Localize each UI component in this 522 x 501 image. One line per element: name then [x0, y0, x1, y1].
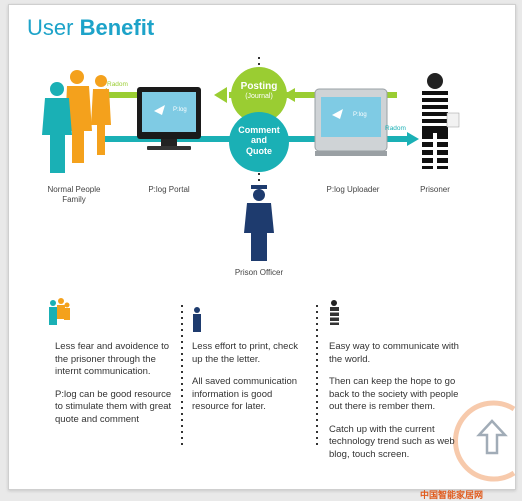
- comment-label: Comment and Quote: [238, 125, 280, 156]
- officer-icon: [244, 185, 274, 261]
- title-strong: Benefit: [79, 15, 155, 40]
- family-small-icon: [49, 298, 70, 325]
- green-arrowhead-left: [214, 87, 227, 103]
- comment-circle: [229, 112, 289, 172]
- posting-line1: Posting: [240, 81, 278, 92]
- officer-benefit-2: All saved communication information is g…: [192, 376, 298, 413]
- arrow-label-left: Radom: [107, 81, 128, 88]
- officer-small-icon: [193, 307, 201, 332]
- benefit-card: User Benefit: [8, 4, 516, 490]
- column-family: Less fear and avoidence to the prisoner …: [55, 341, 173, 436]
- prisoner-icon: [422, 73, 460, 169]
- uploader-kiosk-icon: [314, 88, 388, 156]
- officer-benefit-1: Less effort to print, check up the the l…: [192, 341, 298, 365]
- portal-screen-logo: P:log: [173, 107, 187, 113]
- prisoner-label: Prisoner: [420, 185, 450, 194]
- diagram: [42, 57, 515, 482]
- uploader-screen-logo: P:log: [353, 112, 367, 118]
- green-arrowhead-mid: [283, 88, 295, 102]
- column-prisoner: Easy way to communicate with the world. …: [329, 341, 469, 471]
- column-officer: Less effort to print, check up the the l…: [192, 341, 310, 424]
- prisoner-benefit-2: Then can keep the hope to go back to the…: [329, 376, 459, 413]
- uploader-label: P:log Uploader: [326, 185, 380, 194]
- prisoner-small-icon: [330, 300, 339, 325]
- family-benefit-2: P:log can be good resource to stimulate …: [55, 388, 172, 425]
- portal-monitor-icon: [137, 87, 201, 150]
- posting-line2: (Journal): [245, 92, 273, 100]
- prisoner-benefit-3: Catch up with the current technology tre…: [329, 423, 455, 460]
- page-title: User Benefit: [27, 15, 154, 41]
- family-icon: [42, 70, 111, 173]
- watermark-text: 中国智能家居网: [420, 490, 484, 500]
- officer-label: Prison Officer: [234, 268, 284, 277]
- refresh-watermark-icon: [453, 400, 515, 482]
- teal-arrowhead-right: [407, 132, 419, 146]
- posting-label: Posting (Journal): [231, 81, 287, 101]
- arrow-label-right: Radom: [385, 125, 406, 132]
- prisoner-benefit-1: Easy way to communicate with the world.: [329, 341, 459, 365]
- family-benefit-1: Less fear and avoidence to the prisoner …: [55, 341, 170, 378]
- posting-circle: [231, 67, 287, 123]
- title-plain: User: [27, 15, 74, 40]
- normal-people-label: Normal People Family: [47, 185, 101, 204]
- portal-label: P:log Portal: [148, 185, 190, 194]
